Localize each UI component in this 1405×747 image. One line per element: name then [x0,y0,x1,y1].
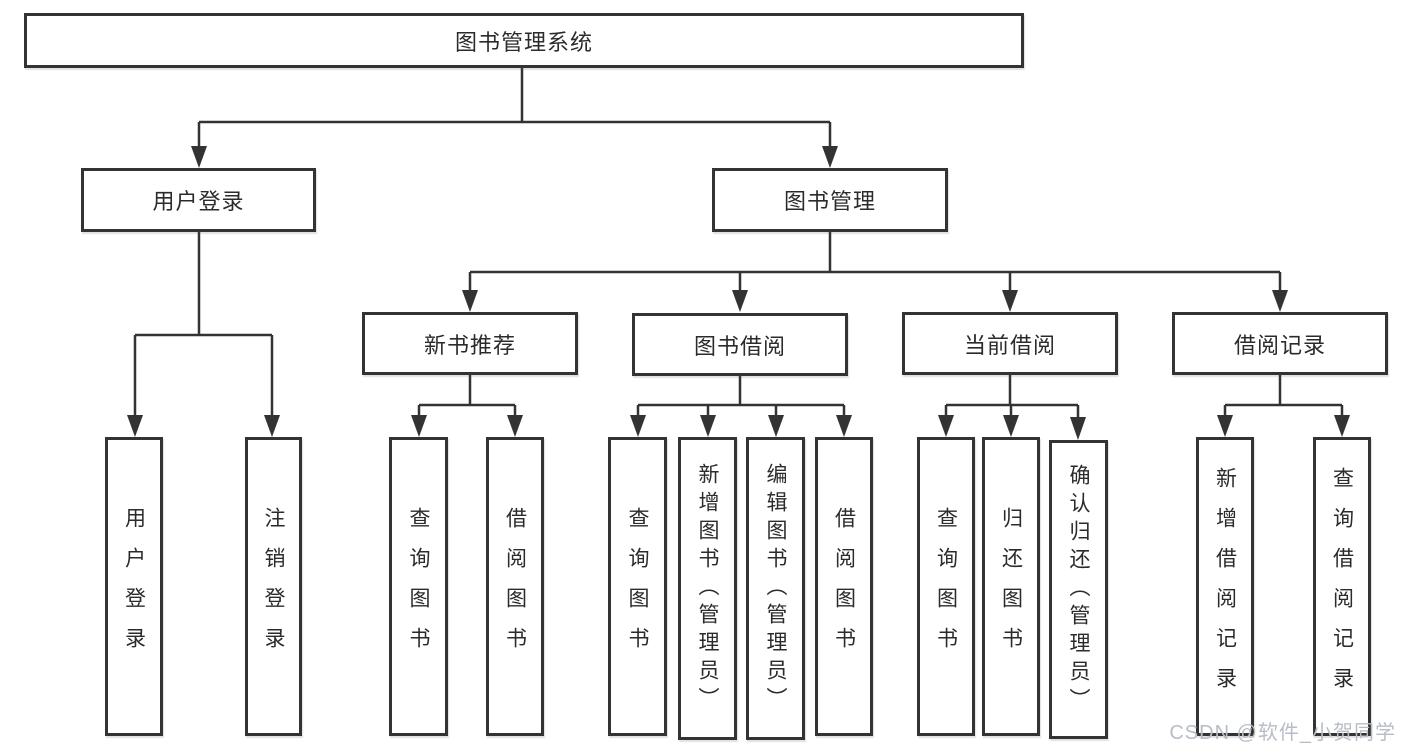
node-library-system: 图书管理系统 [24,13,1024,68]
arrowhead [462,290,478,312]
leaf-label: 确认归还（管理员） [1067,463,1090,716]
node-current-borrow: 当前借阅 [902,312,1118,375]
leaf-label: 归还图书 [999,506,1023,667]
leaf-label: 查询图书 [626,506,649,667]
node-book-borrow: 图书借阅 [632,313,848,376]
node-label: 用户登录 [152,189,245,214]
node-borrow-record: 借阅记录 [1172,312,1388,375]
leaf-label: 编辑图书（管理员） [764,462,787,715]
leaf-record-query-record: 查询借阅记录 [1313,437,1371,736]
node-label: 图书管理系统 [454,29,593,55]
node-label: 新书推荐 [423,332,516,358]
arrowhead [732,290,748,312]
leaf-current-return-book: 归还图书 [982,437,1040,736]
arrowhead [1003,415,1019,437]
node-label: 当前借阅 [963,332,1056,358]
arrowhead [836,415,852,437]
leaf-label: 用户登录 [122,506,146,667]
node-user-login: 用户登录 [81,168,316,232]
arrowhead [264,415,280,437]
watermark: CSDN @软件_小贺同学 [1169,722,1396,744]
node-new-book-recommend: 新书推荐 [362,312,578,375]
arrowhead [938,415,954,437]
arrowhead [700,415,716,437]
leaf-current-confirm-return-admin: 确认归还（管理员） [1049,440,1108,739]
leaf-borrow-borrow-book: 借阅图书 [815,437,873,736]
arrowhead [1070,417,1086,440]
leaf-record-add-record: 新增借阅记录 [1196,437,1254,736]
arrowhead [630,415,646,437]
arrowhead [768,415,784,437]
arrowhead [822,146,838,168]
node-label: 图书管理 [783,189,876,214]
arrowhead [1334,415,1350,437]
leaf-label: 新增借阅记录 [1213,466,1237,707]
leaf-label: 借阅图书 [832,506,856,667]
leaf-recommend-query-book: 查询图书 [389,437,448,736]
leaf-recommend-borrow-book: 借阅图书 [486,437,544,736]
arrowhead [127,415,143,437]
arrowhead [507,415,523,437]
arrowhead [411,415,427,437]
node-book-management: 图书管理 [712,168,948,232]
leaf-label: 查询图书 [407,506,430,667]
leaf-user-login: 用户登录 [105,437,163,736]
leaf-label: 借阅图书 [503,506,527,667]
leaf-label: 注销登录 [262,506,285,667]
leaf-label: 新增图书（管理员） [696,462,719,715]
arrowhead [1217,415,1233,437]
leaf-logout: 注销登录 [245,437,302,736]
arrowhead [1002,290,1018,312]
leaf-borrow-edit-book-admin: 编辑图书（管理员） [746,437,805,740]
leaf-borrow-query-book: 查询图书 [608,437,667,736]
leaf-label: 查询借阅记录 [1330,466,1354,707]
leaf-borrow-add-book-admin: 新增图书（管理员） [678,437,737,740]
leaf-current-query-book: 查询图书 [917,437,975,736]
node-label: 借阅记录 [1233,332,1326,358]
node-label: 图书借阅 [693,333,786,359]
arrowhead [191,146,207,168]
leaf-label: 查询图书 [934,506,958,667]
arrowhead [1272,290,1288,312]
